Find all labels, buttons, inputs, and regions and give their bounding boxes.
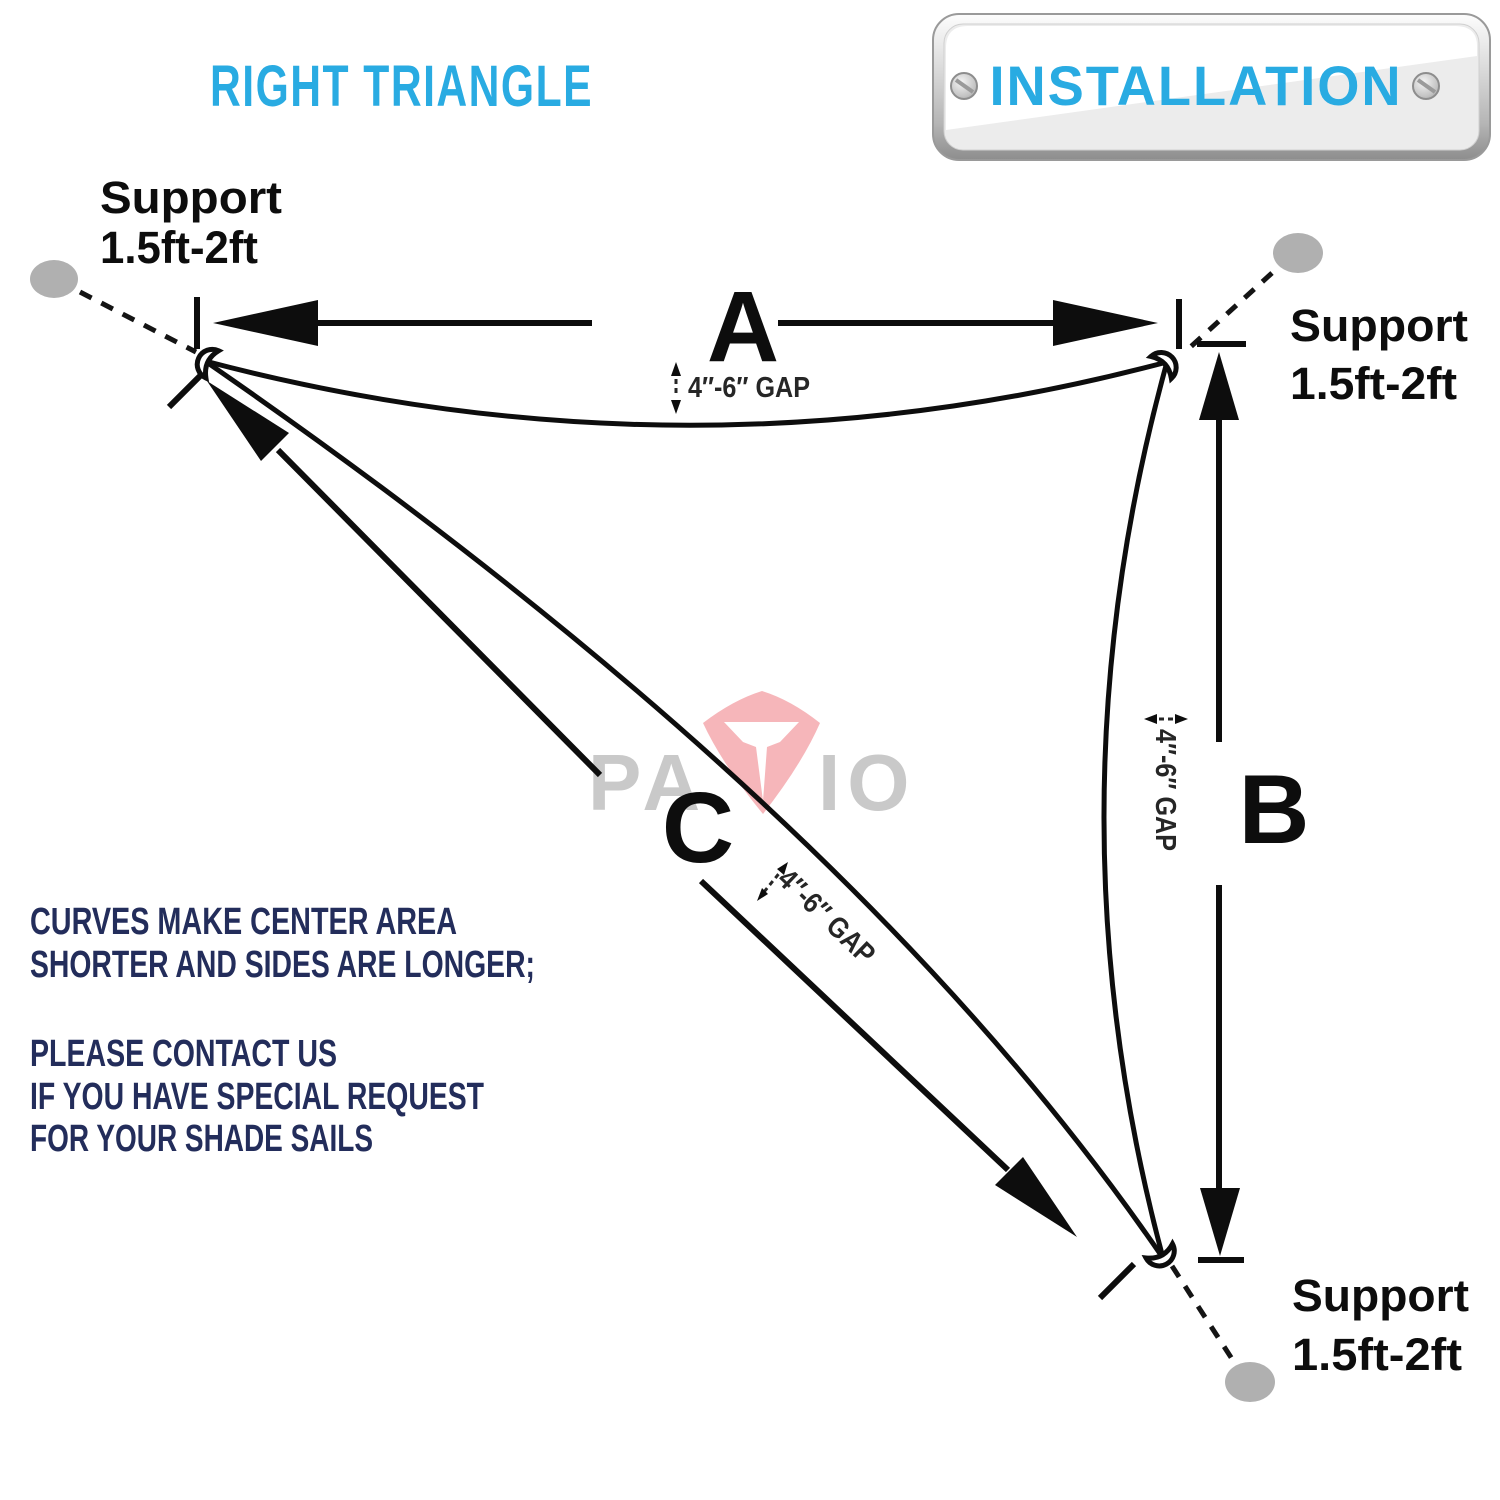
support-top-right-line2: 1.5ft-2ft — [1290, 358, 1457, 409]
note-line-4: IF YOU HAVE SPECIAL REQUEST — [30, 1076, 484, 1118]
dimension-c: C — [166, 370, 1137, 1301]
note-line-1: CURVES MAKE CENTER AREA — [30, 901, 457, 943]
badge-screw-right-icon — [1412, 72, 1440, 100]
badge-screw-left-icon — [950, 72, 978, 100]
dimension-c-shaft-top — [275, 447, 603, 778]
corner-ring-bottom — [1141, 1238, 1177, 1269]
badge-label: INSTALLATION — [990, 54, 1403, 117]
gap-annotation-b: 4″-6″ GAP — [1144, 714, 1188, 851]
gap-a-arrow-down-icon — [671, 400, 681, 414]
anchor-point-top-right — [1273, 233, 1323, 273]
anchor-point-top-left — [30, 260, 78, 298]
dimension-c-tick-bottom — [1097, 1261, 1137, 1301]
page-title: RIGHT TRIANGLE — [210, 54, 593, 119]
support-top-left-line2: 1.5ft-2ft — [100, 222, 258, 273]
gap-c-arrow-dash — [762, 870, 783, 893]
corner-ring-top-right — [1145, 350, 1179, 384]
note-line-5: FOR YOUR SHADE SAILS — [30, 1118, 373, 1160]
side-a-label: A — [707, 271, 779, 383]
gap-a-label: 4″-6″ GAP — [688, 372, 810, 404]
dimension-c-arrowhead-bottom — [995, 1157, 1077, 1237]
patio-kite-tee-cutout — [724, 722, 799, 801]
side-c-label: C — [662, 772, 734, 884]
gap-b-arrow-right-icon — [1175, 714, 1188, 724]
support-top-right-line1: Support — [1290, 300, 1468, 351]
dimension-b-arrowhead-bottom — [1200, 1188, 1240, 1256]
note-line-2: SHORTER AND SIDES ARE LONGER; — [30, 944, 535, 986]
corner-ring-top-left — [194, 346, 224, 383]
support-bottom-line1: Support — [1292, 1270, 1469, 1321]
watermark-text-left: PA — [588, 738, 707, 827]
dimension-b: B — [1197, 341, 1310, 1263]
support-top-left-line1: Support — [100, 172, 282, 223]
sail-edge-a — [204, 358, 1168, 428]
dimension-a-arrowhead-left — [213, 300, 318, 346]
support-bottom-line2: 1.5ft-2ft — [1292, 1329, 1462, 1380]
support-label-top-right: Support 1.5ft-2ft — [1290, 300, 1468, 409]
support-label-top-left: Support 1.5ft-2ft — [100, 172, 282, 273]
corner-rings — [194, 346, 1179, 1269]
dimension-c-shaft-bottom — [698, 878, 1011, 1173]
anchor-point-bottom — [1225, 1362, 1275, 1402]
gap-b-arrow-left-icon — [1144, 714, 1157, 724]
gap-c-arrow-down-icon — [757, 888, 768, 901]
gap-a-arrow-up-icon — [671, 362, 681, 376]
dimension-c-arrowhead-top — [207, 381, 289, 461]
gap-c-label: 4″-6″ GAP — [771, 863, 881, 971]
guy-line-top-left — [78, 289, 198, 355]
sail-edge-b — [1101, 361, 1170, 1259]
guy-line-bottom — [1169, 1264, 1237, 1364]
dimension-b-arrowhead-top — [1199, 352, 1239, 420]
anchor-points — [30, 233, 1323, 1402]
support-labels: Support 1.5ft-2ft Support 1.5ft-2ft Supp… — [100, 172, 1469, 1380]
side-b-label: B — [1239, 754, 1310, 864]
badge-gloss — [946, 26, 1477, 130]
watermark-text-right: IO — [818, 738, 916, 827]
dimension-a: A — [194, 271, 1182, 383]
gap-annotation-a: 4″-6″ GAP — [671, 362, 810, 414]
note-line-3: PLEASE CONTACT US — [30, 1033, 337, 1075]
gap-c-arrow-up-icon — [777, 862, 788, 875]
guy-line-top-right — [1184, 271, 1274, 353]
dimension-c-tick-top — [166, 370, 206, 410]
watermark-patio: PA IO — [588, 691, 916, 827]
support-label-bottom: Support 1.5ft-2ft — [1292, 1270, 1469, 1380]
shade-sail-edges — [203, 358, 1170, 1260]
dimension-a-arrowhead-right — [1053, 300, 1158, 346]
sail-edge-c — [203, 358, 1166, 1260]
notes-block: CURVES MAKE CENTER AREA SHORTER AND SIDE… — [30, 901, 535, 1160]
installation-badge: INSTALLATION — [932, 13, 1491, 161]
gap-b-label: 4″-6″ GAP — [1149, 729, 1181, 851]
